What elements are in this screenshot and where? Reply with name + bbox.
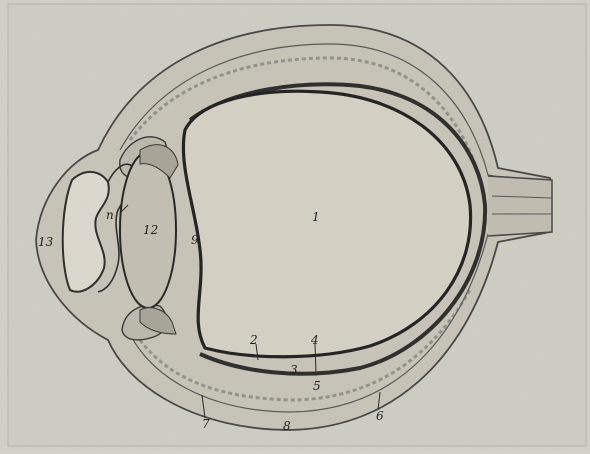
eye-cross-section-figure: 1 2 3 4 5 6 7 8 9 12 13 n xyxy=(0,0,590,450)
paper-grain xyxy=(0,0,590,450)
eye-diagram-svg xyxy=(0,0,590,450)
